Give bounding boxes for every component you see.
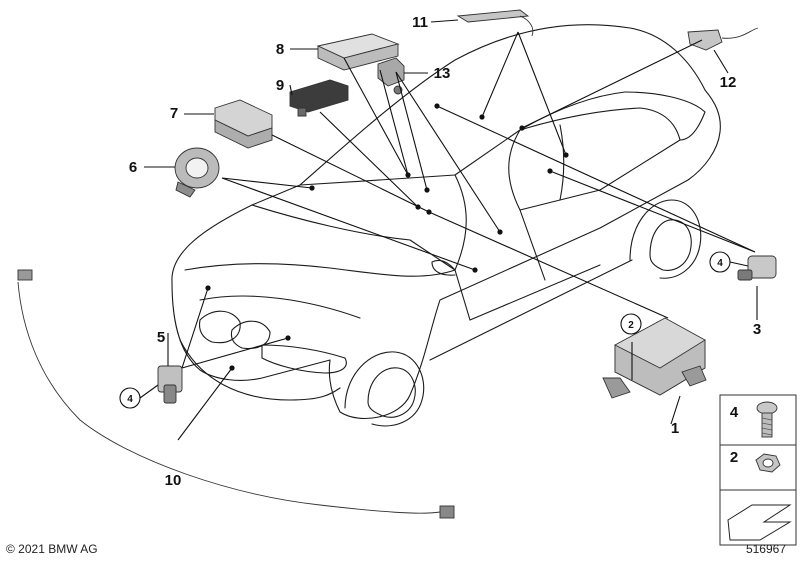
callout-7: 7 xyxy=(170,105,178,122)
leader-lines xyxy=(177,31,756,441)
callout-11: 11 xyxy=(412,14,428,31)
front-sensor xyxy=(157,365,183,404)
switch-9 xyxy=(289,79,349,117)
circled-ref-2: 2 xyxy=(628,320,634,331)
diagram-number: 516967 xyxy=(746,542,786,556)
callout-12: 12 xyxy=(720,74,737,91)
callout-ticks xyxy=(144,19,758,425)
nut-icon xyxy=(755,453,781,473)
callout-5: 5 xyxy=(157,329,165,346)
wire-harness-10 xyxy=(17,269,455,519)
circled-ref-4-front: 4 xyxy=(127,394,133,405)
callout-1: 1 xyxy=(671,420,679,437)
callout-6: 6 xyxy=(129,159,137,176)
leader-dots xyxy=(205,103,569,371)
harness-11 xyxy=(456,9,534,37)
callout-13: 13 xyxy=(434,65,451,82)
legend-label-4: 4 xyxy=(730,404,739,421)
callout-3: 3 xyxy=(753,321,761,338)
callout-10: 10 xyxy=(165,472,182,489)
car-outline xyxy=(171,24,721,427)
callout-9: 9 xyxy=(276,77,284,94)
callout-labels: 1 3 5 6 7 8 9 10 11 12 13 xyxy=(129,14,761,489)
clockspring xyxy=(174,147,220,198)
circled-refs: 2 4 4 xyxy=(119,251,749,409)
module-7 xyxy=(214,99,273,149)
fastener-legend: 4 2 xyxy=(719,394,797,546)
harness-12 xyxy=(687,27,759,51)
legend-label-2: 2 xyxy=(730,449,738,466)
screw-icon xyxy=(756,401,778,438)
rear-sensor xyxy=(737,255,777,281)
callout-8: 8 xyxy=(276,41,284,58)
panel-8 xyxy=(316,33,400,71)
airbag-control-unit xyxy=(602,317,707,399)
circled-ref-4-rear: 4 xyxy=(717,258,723,269)
direction-arrow-icon xyxy=(727,504,792,541)
copyright-text: © 2021 BMW AG xyxy=(6,542,98,556)
